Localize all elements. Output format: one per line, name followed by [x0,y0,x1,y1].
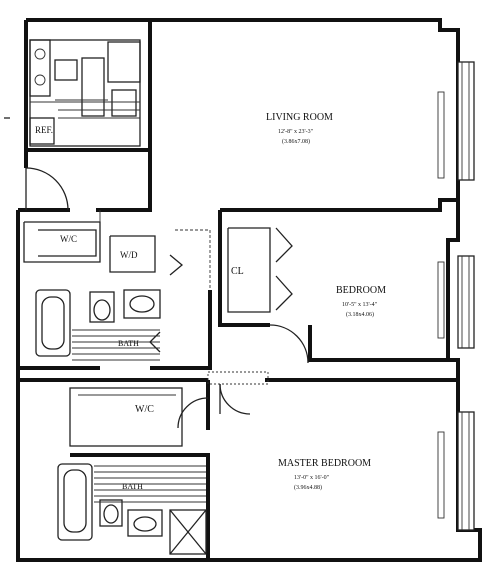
burner-icon [34,48,46,60]
radiator [437,91,445,179]
vanity [127,509,163,537]
bathtub-basin [63,469,87,533]
hall-utility: W/C W/D [60,210,211,290]
closet-door [169,254,184,276]
upper-bath: BATH [35,289,161,361]
bath-floor-tiles [94,465,206,503]
closet-label: CL [231,266,244,277]
bedroom-dims: 10'-5" x 13'-4" [342,302,378,308]
hall-doors [207,371,269,415]
dishwasher [81,57,105,117]
windows [457,61,475,531]
entry-door [25,167,69,211]
bedroom-name: BEDROOM [336,285,386,296]
radiator [437,261,445,339]
living-room-metric: (3.86x7.08) [282,138,310,145]
hall-doorway [207,371,269,385]
master-bedroom-window [457,411,475,531]
master-entry-door [219,383,251,415]
kitchen-cabinet [54,59,78,81]
wd-label: W/D [120,250,138,260]
radiator [437,431,445,519]
toilet-bowl [93,299,111,321]
walk-in-closet [69,387,183,447]
bathtub-basin [41,296,65,350]
living-room-window [457,61,475,181]
master-bedroom-dims: 13'-0" x 16'-0" [294,475,330,481]
toilet [89,291,115,323]
bath-floor-tiles [72,329,160,361]
living-room-name: LIVING ROOM [266,112,333,123]
lower-bath: BATH [57,463,207,555]
bath-door [149,331,161,353]
bathtub [57,463,93,541]
master-bedroom: MASTER BEDROOM 13'-0" x 16'-0" (3.96x4.8… [278,431,445,519]
bath-lower-label: BATH [122,482,143,491]
bedroom: CL BEDROOM 10'-5" x 13'-4" (3.18x4.06) [231,227,445,364]
kitchen: REF. [29,39,141,147]
sink [107,41,141,83]
closet-door-top [275,227,293,263]
living-room: LIVING ROOM 12'-8" x 23'-3" (3.86x7.08) [266,91,445,179]
vanity [123,289,161,319]
toilet [99,499,123,527]
closet-door-bottom [275,275,293,311]
stove [29,39,51,97]
burner-icon [34,74,46,86]
bedroom-door [269,324,309,364]
sink-basin [133,516,157,532]
master-closet: W/C [69,387,209,447]
wc-master-label: W/C [135,404,154,415]
bath-upper-label: BATH [118,339,139,348]
refrigerator [29,117,55,145]
master-bedroom-metric: (3.96x4.88) [294,484,322,491]
closet-door [177,397,209,429]
master-bedroom-name: MASTER BEDROOM [278,458,371,469]
wc-hall-label: W/C [60,234,77,244]
shower [169,509,207,555]
toilet-bowl [103,504,119,524]
interior-walls [18,150,458,560]
kitchen-cabinet [111,89,137,117]
bathtub [35,289,71,357]
exterior-walls [16,18,482,562]
ref-label: REF. [35,125,53,135]
bedroom-metric: (3.18x4.06) [346,311,374,318]
living-room-dims: 12'-8" x 23'-3" [278,129,314,135]
sink-basin [129,295,155,313]
bedroom-window [457,255,475,349]
